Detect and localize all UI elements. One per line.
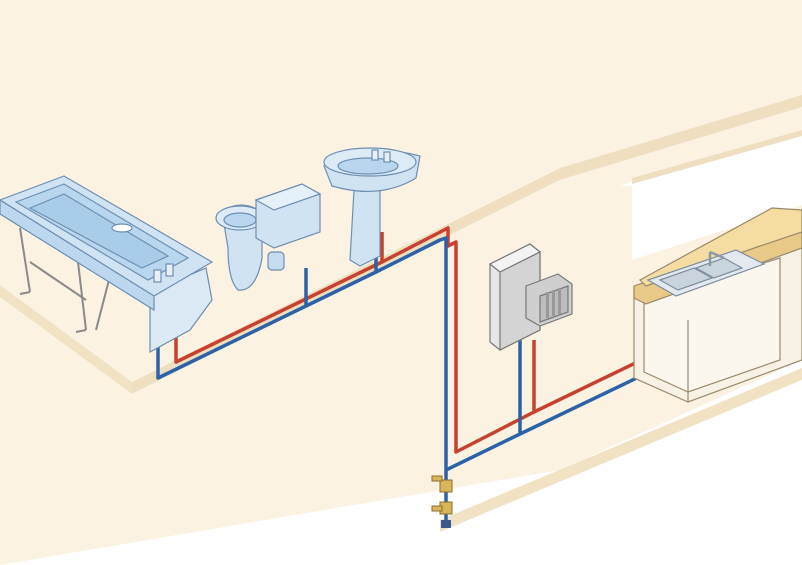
wash-basin [323,147,421,267]
bathtub [0,175,214,354]
bath-frame [19,227,111,333]
kitchen-sink [646,249,766,297]
drain-valve [431,501,453,528]
stop-valve [431,475,453,493]
toilet [215,183,322,291]
combi-boiler [488,243,573,351]
